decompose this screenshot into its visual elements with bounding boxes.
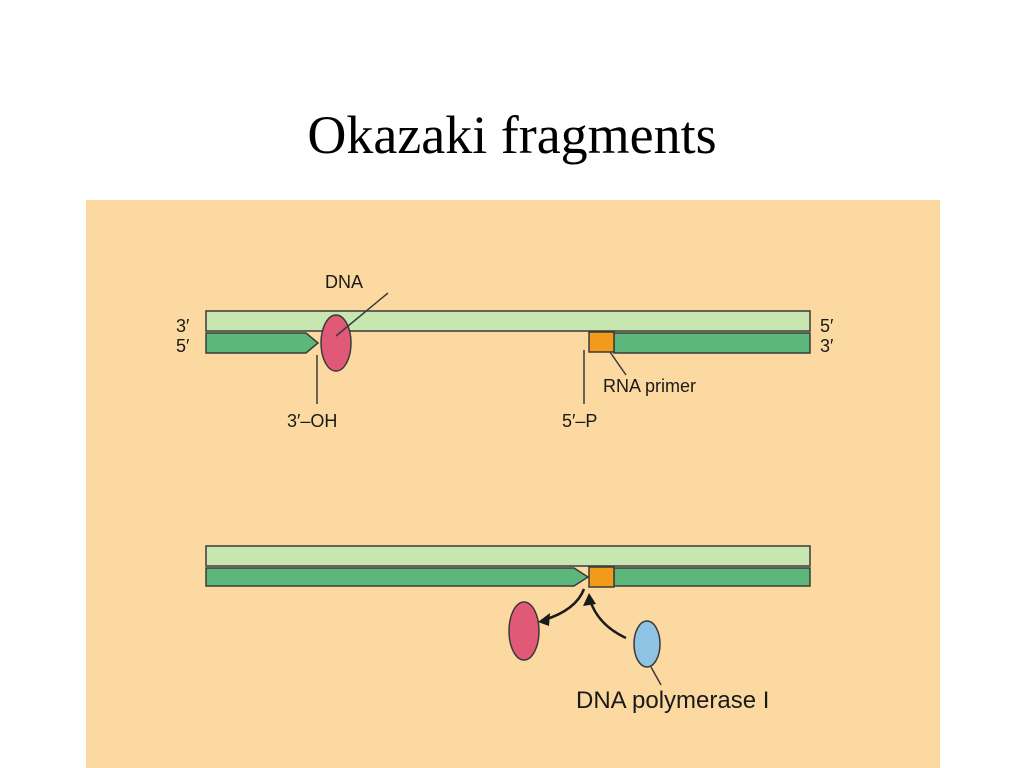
top-template-strand <box>205 310 811 332</box>
polymerase-blob <box>633 620 661 668</box>
polymerase-arrow-head <box>583 593 596 606</box>
rna-primer-label: RNA primer <box>603 376 696 396</box>
top-left-3prime-label: 3′ <box>176 316 190 336</box>
p-end-label: 5′–P <box>562 411 597 431</box>
top-rna-primer <box>588 331 615 353</box>
polymerase-leader-line <box>650 666 662 686</box>
bottom-rna-primer <box>588 566 615 588</box>
panel-background <box>86 200 940 768</box>
bottom-new-strand-right <box>613 567 811 587</box>
bottom-template-strand <box>205 545 811 567</box>
top-dna-blob <box>320 314 352 372</box>
top-new-strand-right <box>613 332 811 354</box>
okazaki-diagram: 3′ 5′ 5′ 3′ DNA RNA primer 3′–OH 5′–P <box>86 200 940 768</box>
dna-label: DNA <box>325 272 363 292</box>
top-right-3prime-label: 3′ <box>820 336 834 356</box>
bottom-dna-blob <box>508 601 540 661</box>
top-left-5prime-label: 5′ <box>176 336 190 356</box>
top-new-strand-left <box>205 332 320 354</box>
oh-end-label: 3′–OH <box>287 411 337 431</box>
top-right-5prime-label: 5′ <box>820 316 834 336</box>
bottom-diagram: DNA polymerase I <box>205 545 811 714</box>
release-arrow-head <box>538 613 550 626</box>
slide-title: Okazaki fragments <box>307 105 717 165</box>
primer-leader-line <box>609 351 627 376</box>
top-diagram: 3′ 5′ 5′ 3′ DNA RNA primer 3′–OH 5′–P <box>176 272 834 431</box>
polymerase-label: DNA polymerase I <box>576 687 769 714</box>
bottom-new-strand-left <box>205 567 590 587</box>
dna-leader-line <box>335 292 389 337</box>
figure-panel: 3′ 5′ 5′ 3′ DNA RNA primer 3′–OH 5′–P <box>86 200 940 768</box>
